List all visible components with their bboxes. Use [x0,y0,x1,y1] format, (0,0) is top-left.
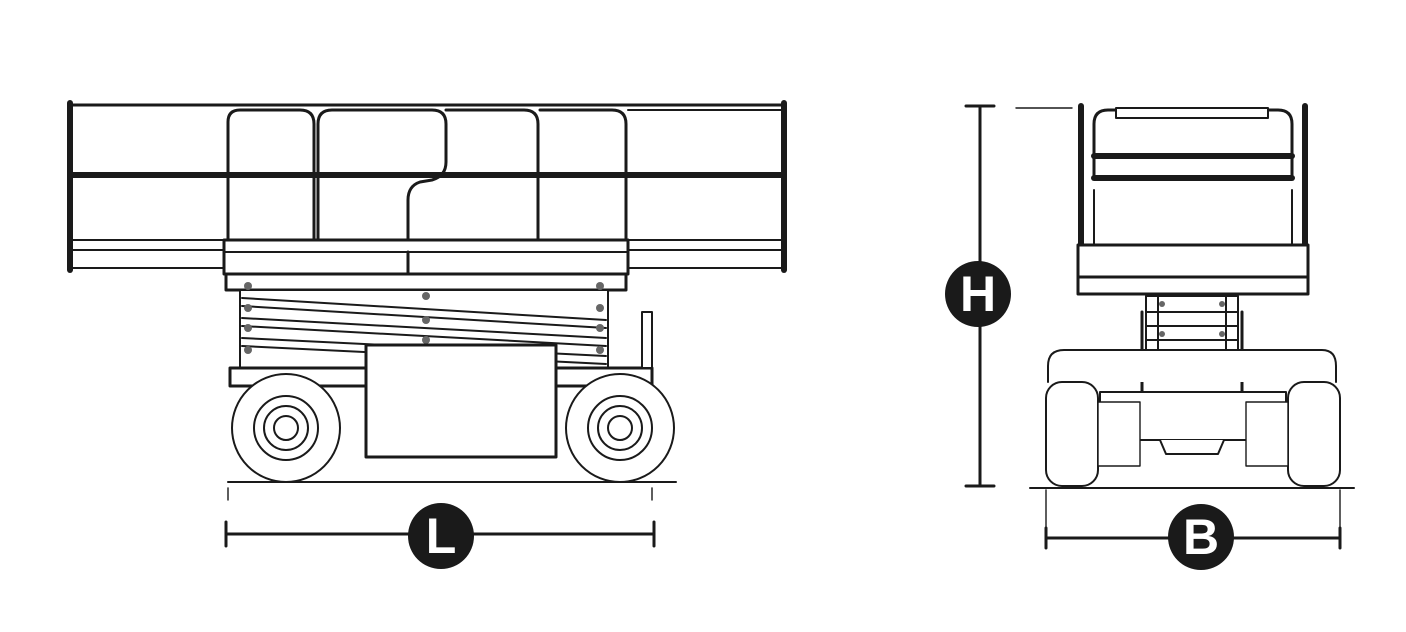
tire [231,373,341,483]
deck-base [224,272,628,292]
pin [596,324,604,332]
length-badge-circle [408,503,474,569]
rim-inner [597,405,643,451]
hub [607,415,633,441]
side-chassis [228,311,654,459]
pin [596,282,604,290]
gate-frame-2 [316,108,448,270]
pin [244,304,252,312]
front-deck-base [1076,275,1310,296]
scissor-arm-2a [241,317,607,339]
pin [422,336,430,344]
height-badge-label: H [960,266,996,322]
front-hub-left [1097,401,1141,467]
pin [1159,301,1165,307]
front-drive-housing [1159,439,1225,455]
width-badge-label: B [1183,509,1219,565]
rim-inner [263,405,309,451]
scissor-arm-2b [241,325,607,347]
pin [244,346,252,354]
rear-post [641,311,653,369]
pin [244,282,252,290]
side-view-scissor-lift: L [67,100,787,569]
side-platform-deck [222,238,630,292]
front-rail-frame [1092,108,1294,180]
front-wheel-right [1245,381,1341,487]
pin [244,324,252,332]
side-wheel-front [231,373,341,483]
rim-outer [587,395,653,461]
hub [273,415,299,441]
pivot-pins [244,282,604,378]
height-dimension: H [945,104,1073,488]
pin [596,346,604,354]
rim-outer [253,395,319,461]
length-dimension: L [224,487,656,569]
tire [565,373,675,483]
front-chassis-top [1047,349,1337,383]
gate-frame-3 [444,108,540,242]
width-badge-circle [1168,504,1234,570]
pin [422,316,430,324]
height-badge-circle [945,261,1011,327]
battery-box [364,343,558,459]
front-hub-right [1245,401,1289,467]
side-wheel-rear [565,373,675,483]
deck-box [222,238,630,276]
front-top-cap [1115,107,1269,119]
pin [1219,301,1225,307]
gate-frame-1 [226,108,316,242]
pin [1219,331,1225,337]
width-badge: B [1168,504,1234,570]
front-tire-right [1287,381,1341,487]
scissor-arm-1a [241,297,607,321]
gate-frame-4 [538,108,628,242]
width-dimension: B [1044,489,1342,570]
height-badge: H [945,261,1011,327]
length-badge-label: L [426,508,457,564]
front-tire-left [1045,381,1099,487]
front-platform-deck [1076,243,1310,296]
pin [422,292,430,300]
pin [1159,331,1165,337]
length-badge: L [408,503,474,569]
front-view-scissor-lift: H B [945,103,1355,570]
front-deck-box [1076,243,1310,279]
front-wheel-left [1045,381,1141,487]
pin [596,304,604,312]
